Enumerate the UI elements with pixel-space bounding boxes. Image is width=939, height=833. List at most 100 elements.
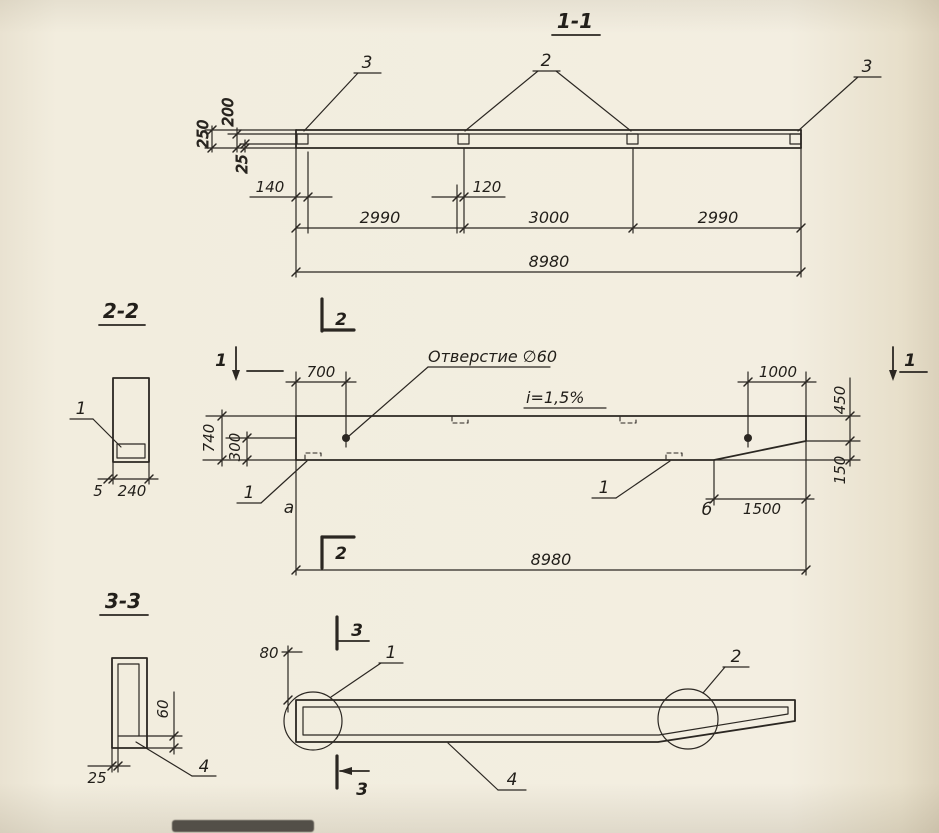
dim-120-label: 120 xyxy=(473,178,502,196)
leader-line xyxy=(702,666,726,694)
dim-ticks xyxy=(103,474,154,484)
dim-ticks xyxy=(107,761,123,771)
callout-1-section22: 1 xyxy=(76,399,87,419)
callout-4-section33: 4 xyxy=(199,757,210,777)
dim-ticks xyxy=(217,411,252,465)
dims-1-1-left: 200 250 25 xyxy=(194,97,297,174)
dim-60-label: 60 xyxy=(154,699,172,718)
plan-bottom-callouts: 1 а 1 б xyxy=(236,460,712,520)
dim-span2-label: 3000 xyxy=(529,208,570,227)
cut-1-left-arrow xyxy=(232,370,240,381)
leader-line xyxy=(135,741,193,777)
slope-label: i=1,5% xyxy=(526,388,585,407)
leader-line xyxy=(447,742,499,791)
dim-250-label: 250 xyxy=(194,120,212,149)
dim-200-label: 200 xyxy=(219,98,237,127)
dim-80: 80 xyxy=(259,644,303,713)
dim-140-label: 140 xyxy=(256,178,285,196)
callout-1-plan-right: 1 xyxy=(599,478,610,498)
view-section-2-2: 2-2 1 5 240 xyxy=(69,299,159,500)
callout-3-right: 3 xyxy=(862,57,873,77)
dim-ticks xyxy=(169,731,179,753)
cut-marker-3-top: 3 xyxy=(335,615,370,651)
cut-marker-1-left: 1 xyxy=(215,346,284,381)
hole-note-label: Отверстие ∅60 xyxy=(428,347,557,366)
beam-plan-outline xyxy=(295,415,807,461)
cut-marker-3-bottom: 3 xyxy=(335,754,370,800)
cut-marker-2-top: 2 xyxy=(320,297,356,333)
embedded-plate-1 xyxy=(296,133,309,145)
leader-line xyxy=(797,76,859,132)
dim-plan-total: 8980 xyxy=(291,459,811,576)
cut-1-right-arrow xyxy=(889,370,897,381)
detail-circle-1 xyxy=(283,691,343,751)
dim-450-label: 450 xyxy=(831,386,849,415)
dim-150-label: 150 xyxy=(831,456,849,485)
dim-1500-label: 1500 xyxy=(743,500,781,518)
callout-2-mid: 2 xyxy=(541,51,552,71)
dim-1500: 1500 xyxy=(705,440,815,576)
dim-ticks xyxy=(709,494,811,504)
callouts-1-1: 3 2 3 xyxy=(303,51,882,132)
view-elevation: 3 80 1 2 4 3 xyxy=(259,615,796,800)
hole-60-left xyxy=(342,434,350,442)
dim-80-label: 80 xyxy=(259,644,278,662)
leader-line xyxy=(303,72,359,132)
view-1-1-title: 1-1 xyxy=(557,9,593,33)
dims-plan-right: 450 150 xyxy=(713,377,861,485)
cut-2-top-label: 2 xyxy=(335,310,347,330)
view-plan: 2 1 1 Отверстие ∅60 xyxy=(200,297,928,576)
leader-line xyxy=(555,70,632,132)
beam-elevation-inner xyxy=(302,706,789,736)
cut-3-bottom-arrow xyxy=(339,767,352,775)
beam-elevation-outer xyxy=(295,699,796,743)
cut-2-bottom-label: 2 xyxy=(335,544,347,564)
zone-b-label: б xyxy=(702,500,712,520)
dim-1000-label: 1000 xyxy=(759,363,797,381)
view-3-3-title: 3-3 xyxy=(105,589,141,613)
leader-line xyxy=(464,70,539,132)
hole-60-right xyxy=(744,434,752,442)
embedded-plate-3 xyxy=(626,133,639,145)
dim-240-label: 240 xyxy=(118,482,147,500)
dims-3-3: 60 25 xyxy=(87,691,183,787)
view-section-3-3: 3-3 60 25 4 xyxy=(87,589,217,787)
detail-circle-2 xyxy=(657,688,719,750)
dim-ticks xyxy=(207,125,250,153)
dim-ticks xyxy=(283,647,293,705)
callout-3-left: 3 xyxy=(362,53,373,73)
leader-line xyxy=(348,366,429,437)
callout-1-elevation: 1 xyxy=(386,643,397,663)
dims-1-1-offsets: 140 120 xyxy=(249,178,506,202)
dim-ticks xyxy=(291,377,811,387)
callout-4-elevation: 4 xyxy=(507,770,518,790)
section-2-2-flange xyxy=(116,443,146,459)
beam-cross-section xyxy=(295,129,802,149)
dim-span1-label: 2990 xyxy=(360,208,401,227)
cut-marker-2-bottom: 2 xyxy=(320,535,356,570)
cut-1-left-label: 1 xyxy=(215,351,227,371)
embedded-plate-2 xyxy=(457,133,470,145)
dim-700-label: 700 xyxy=(307,363,336,381)
leader-line xyxy=(260,460,308,504)
leader-line xyxy=(330,662,382,698)
embedded-plate-4 xyxy=(789,133,802,145)
dim-740-label: 740 xyxy=(200,424,218,453)
dim-25-label: 25 xyxy=(233,154,251,173)
dim-ticks xyxy=(291,223,806,277)
dim-25-label: 25 xyxy=(87,769,106,787)
dims-2-2: 5 240 xyxy=(93,461,159,500)
scan-artifact xyxy=(172,820,314,832)
view-2-2-title: 2-2 xyxy=(103,299,139,323)
cut-marker-1-right: 1 xyxy=(889,346,928,381)
section-3-3-inner xyxy=(117,663,140,737)
leader-line xyxy=(92,418,122,448)
dim-5-label: 5 xyxy=(93,482,103,500)
leader-line xyxy=(615,460,671,499)
zone-a-label: а xyxy=(284,498,294,518)
dims-1-1-spans: 2990 3000 2990 8980 xyxy=(291,147,806,278)
view-section-1-1: 1-1 3 2 3 xyxy=(194,9,882,278)
cut-3-top-label: 3 xyxy=(351,621,363,641)
